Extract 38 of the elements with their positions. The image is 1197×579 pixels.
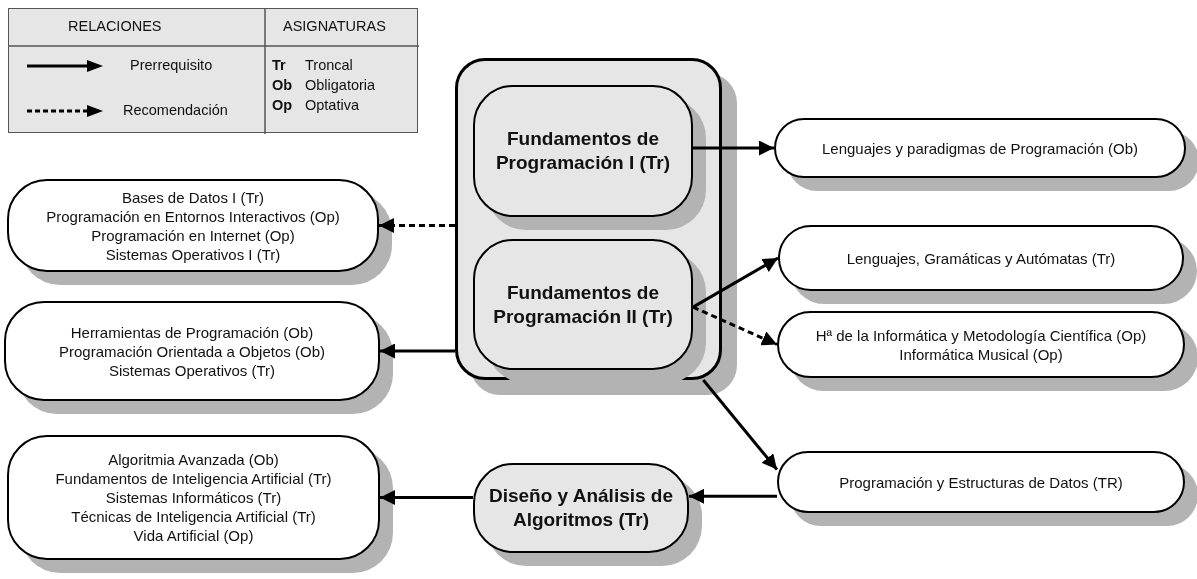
arrow bbox=[702, 379, 779, 471]
course-name: Lenguajes, Gramáticas y Autómatas (Tr) bbox=[846, 248, 1116, 268]
course-name: Sistemas Operativos I (Tr) bbox=[105, 244, 281, 264]
abbreviation: Tr bbox=[272, 57, 286, 73]
arrow bbox=[693, 140, 774, 156]
arrow bbox=[380, 343, 455, 359]
course-name: Programación en Entornos Interactivos (Op) bbox=[46, 206, 340, 226]
category-label: Troncal bbox=[305, 57, 353, 73]
legend-label: Prerrequisito bbox=[130, 57, 213, 73]
course-name: Hª de la Informática y Metodología Científica (Op) bbox=[815, 325, 1147, 345]
course-name: Fundamentos de Inteligencia Artificial (Tr) bbox=[55, 469, 332, 488]
course-name: Bases de Datos I (Tr) bbox=[122, 187, 264, 207]
arrow bbox=[380, 490, 473, 505]
course-name: Algoritmia Avanzada (Ob) bbox=[108, 450, 279, 469]
dashed-arrow bbox=[692, 305, 778, 346]
arrow bbox=[689, 488, 777, 504]
course-name: Diseño y Análisis de Algoritmos (Tr) bbox=[487, 484, 675, 532]
abbreviation: Ob bbox=[272, 77, 293, 93]
course-name: Vida Artificial (Op) bbox=[133, 526, 254, 545]
column-header: RELACIONES bbox=[68, 18, 162, 34]
legend-label: Recomendación bbox=[123, 102, 228, 118]
category-label: Obligatoria bbox=[305, 77, 376, 93]
course-name: Técnicas de Inteligencia Artificial (Tr) bbox=[71, 507, 316, 526]
course-name: Fundamentos de Programación I (Tr) bbox=[494, 127, 672, 175]
category-label: Optativa bbox=[305, 97, 359, 113]
course-name: Sistemas Operativos (Tr) bbox=[108, 360, 276, 380]
dashed-arrow bbox=[379, 218, 455, 233]
course-name: Programación y Estructuras de Datos (TR) bbox=[839, 472, 1123, 492]
course-name: Sistemas Informáticos (Tr) bbox=[105, 488, 282, 507]
course-name: Lenguajes y paradigmas de Programación (Ob) bbox=[822, 138, 1138, 158]
course-name: Informática Musical (Op) bbox=[899, 344, 1063, 364]
course-name: Programación en Internet (Op) bbox=[91, 225, 295, 245]
course-name: Fundamentos de Programación II (Tr) bbox=[492, 280, 674, 329]
abbreviation: Op bbox=[272, 97, 293, 113]
arrow bbox=[692, 256, 779, 309]
column-header: ASIGNATURAS bbox=[283, 18, 386, 34]
course-name: Programación Orientada a Objetos (Ob) bbox=[59, 341, 325, 361]
course-name: Herramientas de Programación (Ob) bbox=[70, 322, 314, 342]
